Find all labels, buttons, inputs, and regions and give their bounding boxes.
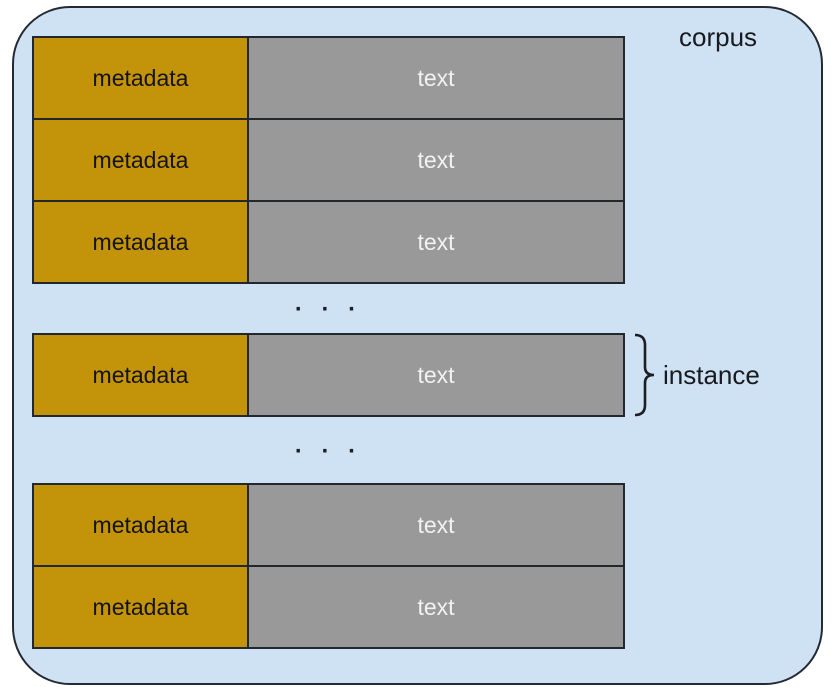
row-group-instance: metadata text xyxy=(32,333,625,417)
metadata-cell: metadata xyxy=(34,202,249,282)
brace-icon xyxy=(634,333,655,417)
row-group-top: metadata text metadata text metadata tex… xyxy=(32,36,625,284)
corpus-row: metadata text xyxy=(32,200,625,284)
instance-label: instance xyxy=(663,359,760,390)
metadata-cell: metadata xyxy=(34,38,249,118)
text-cell: text xyxy=(249,567,623,647)
ellipsis-rows: · · · xyxy=(294,438,363,465)
corpus-label: corpus xyxy=(679,22,758,52)
corpus-row: metadata text xyxy=(32,36,625,120)
corpus-row-instance: metadata text xyxy=(32,333,625,417)
ellipsis-rows: · · · xyxy=(294,296,363,323)
text-cell: text xyxy=(249,202,623,282)
text-cell: text xyxy=(249,120,623,200)
metadata-cell: metadata xyxy=(34,120,249,200)
corpus-row: metadata text xyxy=(32,118,625,202)
text-cell: text xyxy=(249,335,623,415)
text-cell: text xyxy=(249,485,623,565)
corpus-row: metadata text xyxy=(32,565,625,649)
corpus-row: metadata text xyxy=(32,483,625,567)
metadata-cell: metadata xyxy=(34,567,249,647)
text-cell: text xyxy=(249,38,623,118)
row-group-bottom: metadata text metadata text xyxy=(32,483,625,649)
metadata-cell: metadata xyxy=(34,335,249,415)
metadata-cell: metadata xyxy=(34,485,249,565)
